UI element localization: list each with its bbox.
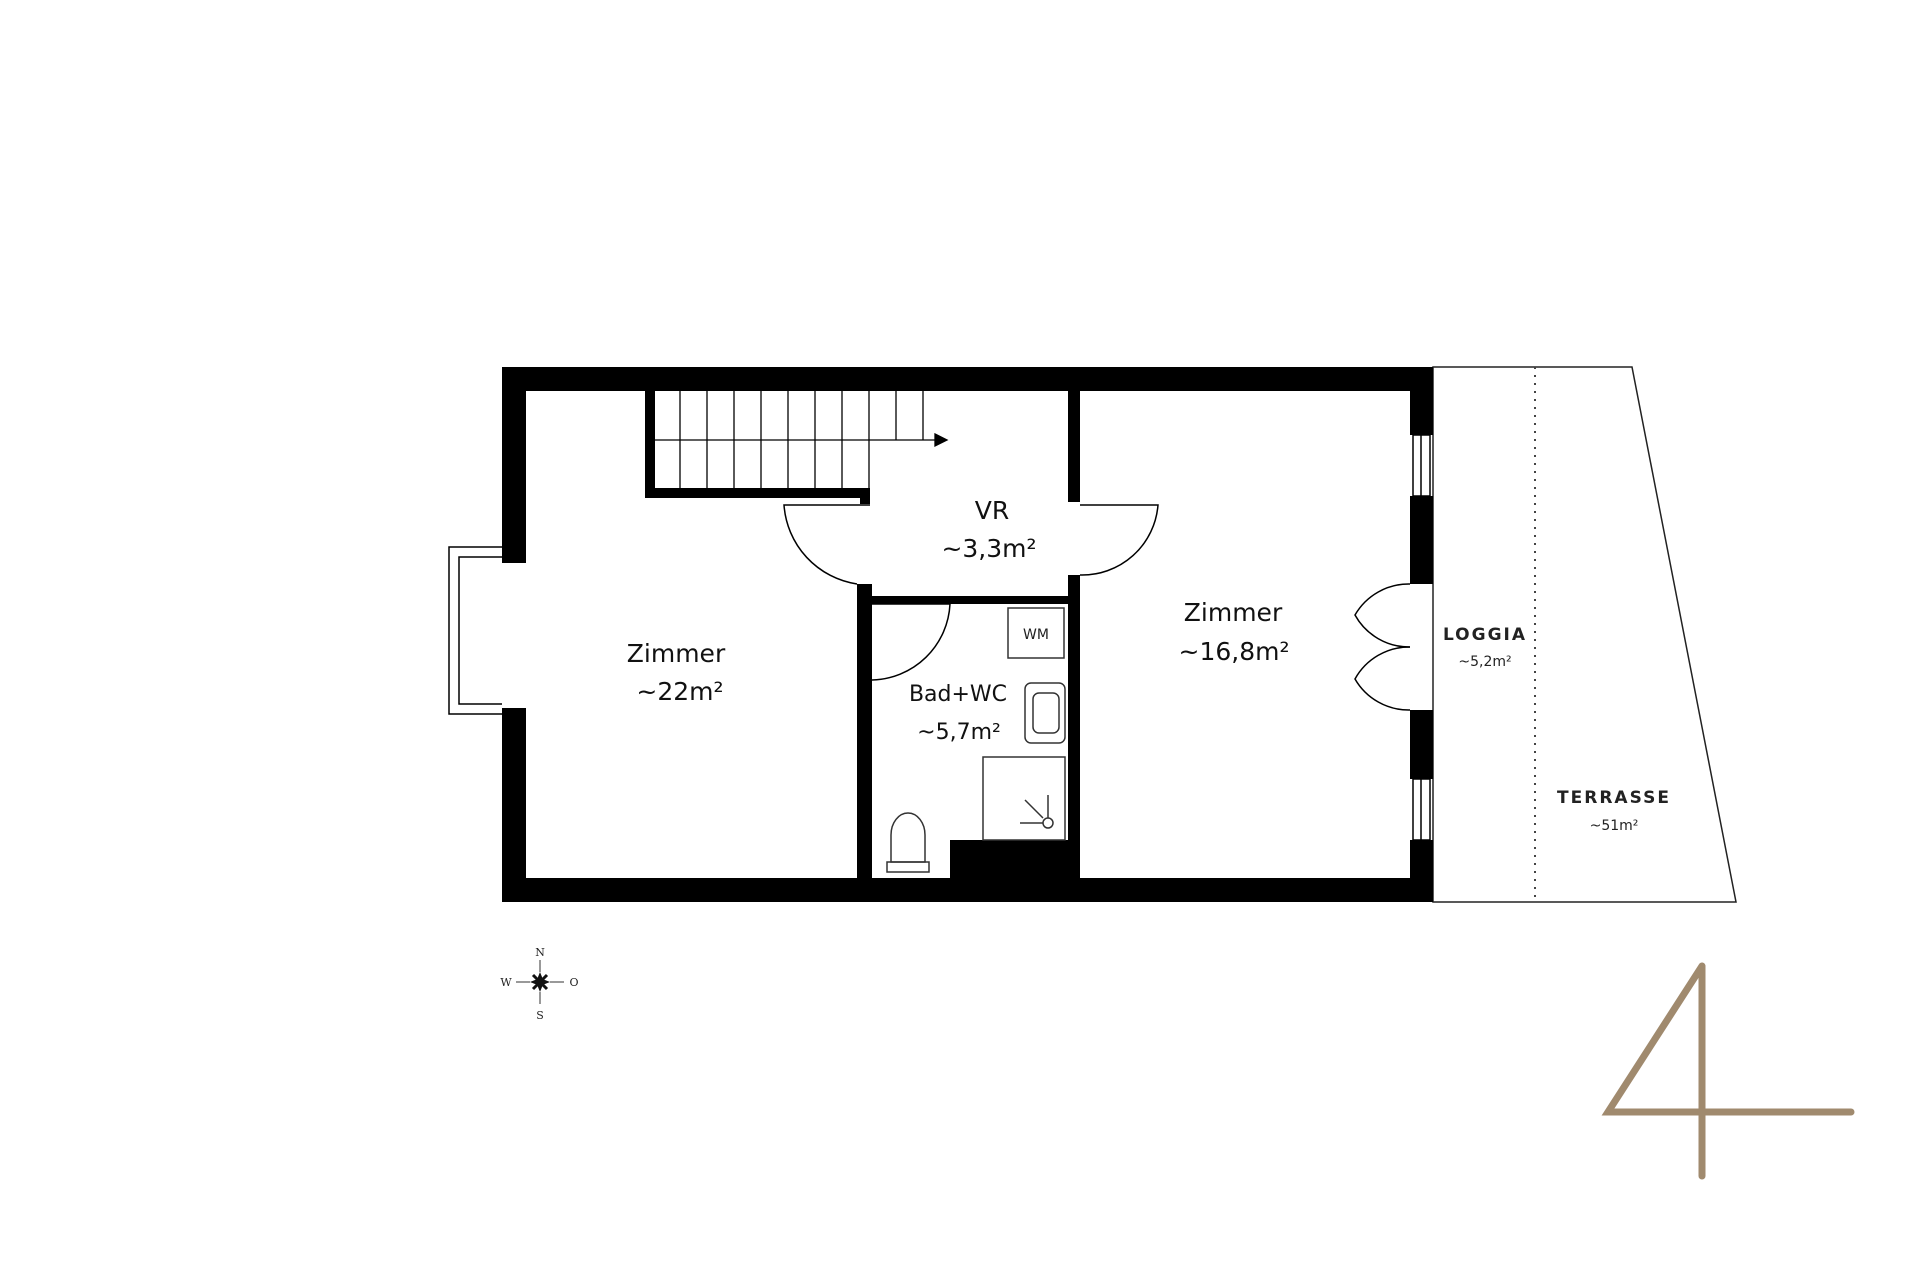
zimmer-left-name: Zimmer [627, 639, 726, 668]
compass-o: O [569, 976, 578, 989]
compass-w: W [500, 976, 512, 989]
stairs [655, 391, 949, 488]
zimmer-left-area: ~22m² [636, 677, 723, 706]
bath-fixtures [886, 607, 1066, 873]
shower [982, 756, 1066, 841]
terrasse-area: ~51m² [1590, 818, 1639, 834]
washing-machine [1007, 607, 1065, 659]
windows [1412, 434, 1431, 841]
compass-s: S [536, 1009, 544, 1022]
bad-area: ~5,7m² [917, 720, 1001, 745]
terrasse-name: TERRASSE [1557, 788, 1671, 808]
sink [1024, 682, 1066, 744]
bay-window [448, 546, 502, 715]
wm-label: WM [1023, 627, 1049, 643]
loggia-area: ~5,2m² [1458, 654, 1511, 670]
zimmer-right-name: Zimmer [1184, 598, 1283, 627]
compass-n: N [535, 946, 545, 959]
compass-icon: N S W O [500, 946, 578, 1022]
zimmer-right-area: ~16,8m² [1179, 637, 1290, 666]
bad-name: Bad+WC [909, 682, 1007, 707]
loggia-name: LOGGIA [1443, 625, 1527, 645]
vr-name: VR [975, 496, 1009, 525]
doors [783, 504, 1411, 711]
toilet [890, 812, 926, 863]
unit-number-logo [1601, 962, 1855, 1180]
vr-area: ~3,3m² [941, 534, 1036, 563]
walls [502, 367, 1433, 902]
